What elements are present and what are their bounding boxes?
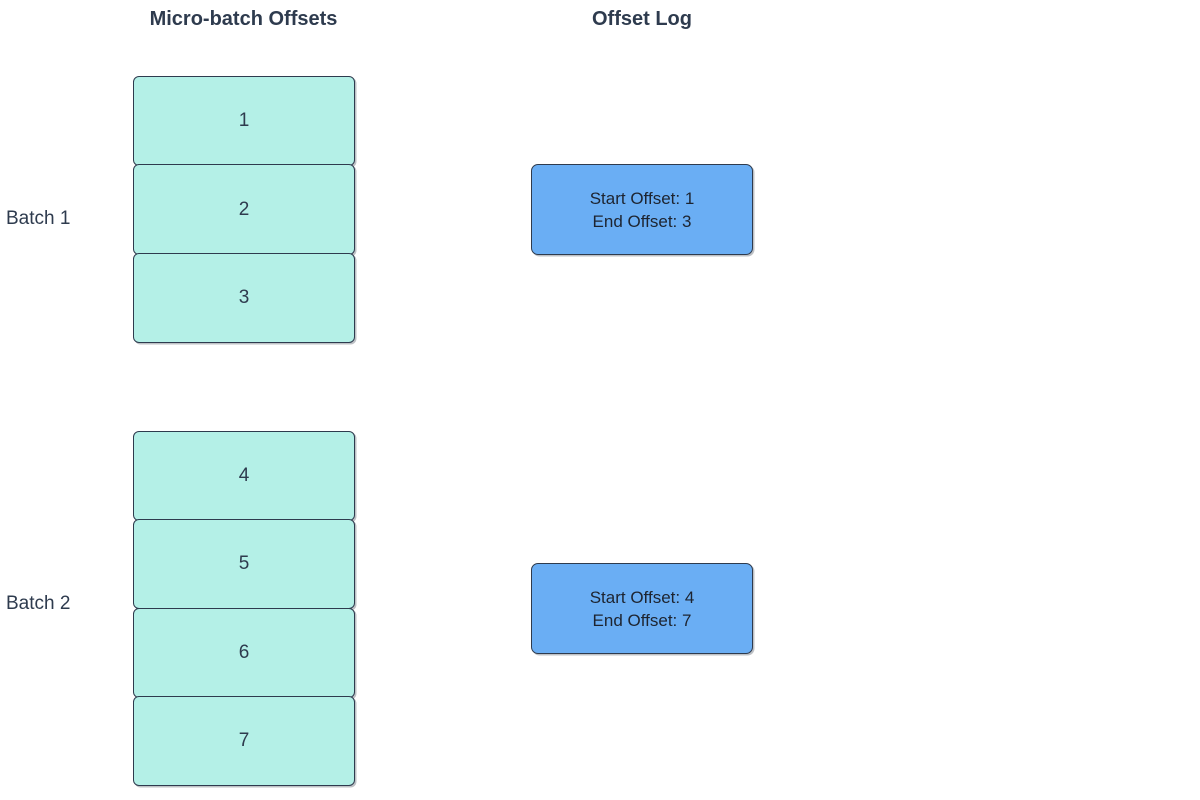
offset-stack-batch-1: 1 2 3 bbox=[133, 76, 355, 343]
start-offset-text: Start Offset: 4 bbox=[589, 587, 695, 607]
batch-label-1: Batch 1 bbox=[6, 208, 71, 229]
column-heading-offset-log: Offset Log bbox=[592, 8, 692, 30]
column-heading-micro-batch-offsets: Micro-batch Offsets bbox=[149, 8, 338, 30]
offset-cell[interactable]: 6 bbox=[133, 607, 355, 698]
offset-log-entry-batch-1[interactable]: Start Offset: 1 End Offset: 3 bbox=[531, 164, 753, 255]
start-offset-text: Start Offset: 1 bbox=[589, 188, 695, 208]
batch-label-2: Batch 2 bbox=[6, 593, 71, 614]
offset-stack-batch-2: 4 5 6 7 bbox=[133, 431, 355, 787]
offset-log-entry-batch-2[interactable]: Start Offset: 4 End Offset: 7 bbox=[531, 563, 753, 654]
offset-cell[interactable]: 7 bbox=[133, 696, 355, 787]
end-offset-text: End Offset: 3 bbox=[592, 211, 692, 231]
offset-cell[interactable]: 5 bbox=[133, 519, 355, 610]
offset-cell[interactable]: 3 bbox=[133, 252, 355, 343]
end-offset-text: End Offset: 7 bbox=[592, 610, 692, 630]
offset-cell[interactable]: 2 bbox=[133, 164, 355, 255]
offset-cell[interactable]: 1 bbox=[133, 76, 355, 167]
offset-cell[interactable]: 4 bbox=[133, 431, 355, 521]
